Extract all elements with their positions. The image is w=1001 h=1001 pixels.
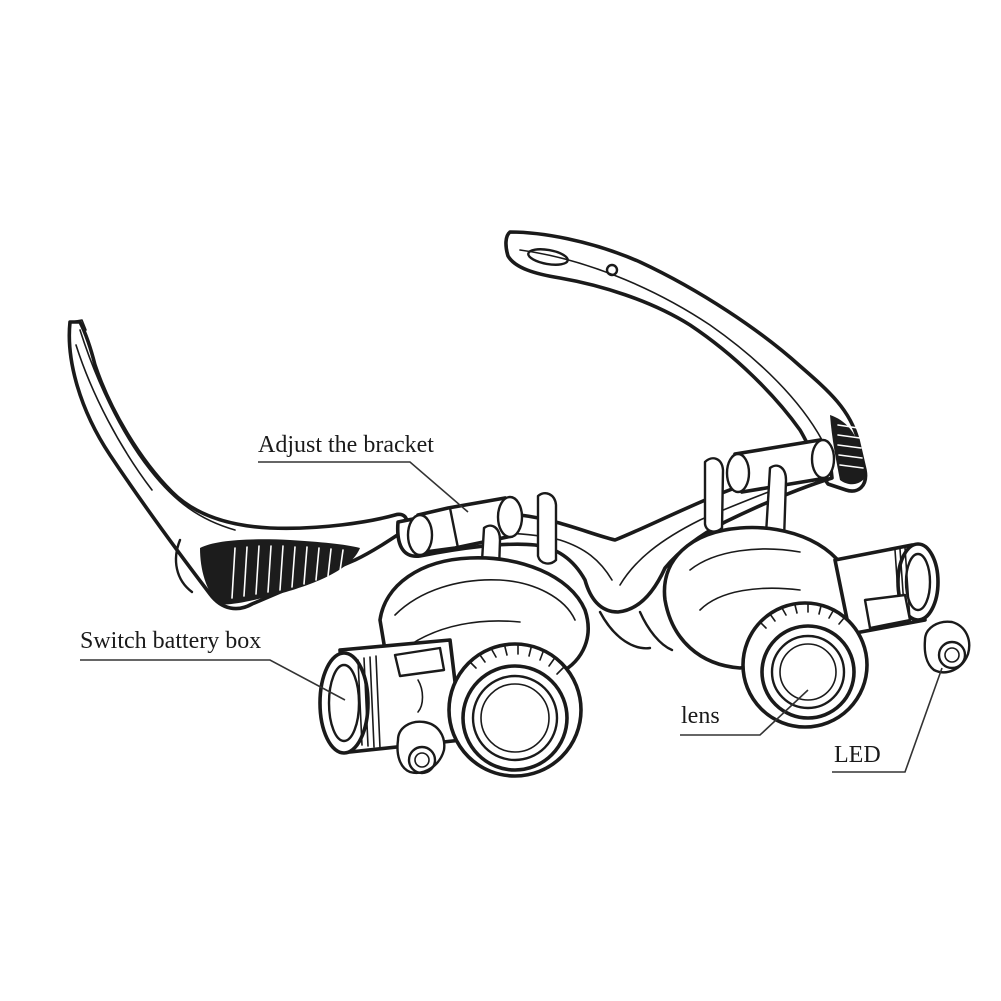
adjust-bracket-left (406, 492, 558, 605)
label-led: LED (834, 742, 881, 768)
right-eyepiece (662, 525, 971, 729)
leader-line-bracket (258, 461, 469, 513)
leader-line-led (832, 667, 943, 773)
left-eyepiece (318, 556, 590, 778)
leader-line-lens (680, 689, 809, 736)
adjust-bracket-right (703, 438, 836, 545)
callout-led: LED (832, 667, 943, 773)
label-lens: lens (681, 703, 720, 729)
callout-switch-battery-box: Switch battery box (80, 628, 346, 701)
callout-lens: lens (680, 689, 809, 736)
left-temple-arm (67, 319, 409, 611)
label-switch-battery-box: Switch battery box (80, 628, 261, 654)
label-adjust-the-bracket: Adjust the bracket (258, 432, 434, 458)
callout-adjust-bracket: Adjust the bracket (258, 432, 469, 513)
leader-line-battery (80, 659, 346, 701)
